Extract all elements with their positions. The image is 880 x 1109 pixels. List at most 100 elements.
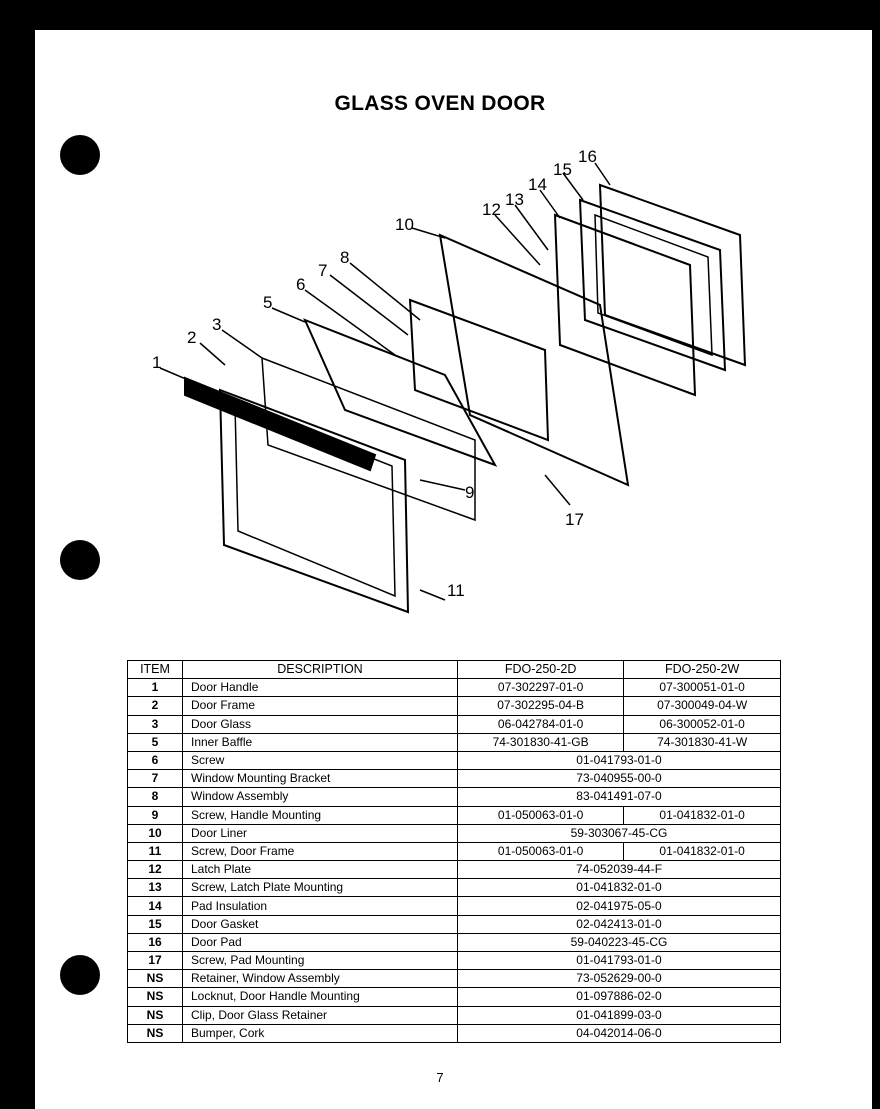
callout-3: 3	[212, 315, 221, 334]
callout-6: 6	[296, 275, 305, 294]
description: Door Gasket	[182, 914, 458, 934]
part-number-2d: 01-050063-01-0	[456, 841, 625, 862]
page-title: GLASS OVEN DOOR	[334, 92, 546, 115]
part-number-2d: 74-301830-41-GB	[456, 732, 625, 752]
part-number-2w: 01-041832-01-0	[623, 805, 781, 825]
item-number: 12	[127, 860, 183, 880]
callout-9: 9	[465, 483, 474, 502]
callout-7: 7	[318, 261, 327, 280]
description: Retainer, Window Assembly	[182, 969, 458, 989]
part-number: 59-303067-45-CG	[457, 823, 781, 843]
description: Latch Plate	[182, 860, 458, 880]
punch-hole	[60, 135, 100, 175]
parts-table: ITEM DESCRIPTION FDO-250-2D FDO-250-2W 1…	[127, 659, 781, 1043]
item-number: 6	[127, 750, 183, 771]
callout-1: 1	[152, 353, 161, 372]
description: Window Assembly	[182, 787, 458, 807]
part-window-assembly	[408, 298, 550, 442]
description: Inner Baffle	[182, 732, 458, 752]
item-number: 14	[127, 896, 183, 916]
part-door-pad	[598, 183, 747, 367]
header-description: DESCRIPTION	[182, 659, 458, 680]
header-item: ITEM	[127, 659, 183, 680]
item-number: 9	[127, 805, 183, 825]
item-number: NS	[127, 1023, 183, 1043]
callout-11: 11	[447, 581, 465, 600]
part-number-2w: 01-041832-01-0	[623, 841, 781, 862]
item-number: NS	[127, 969, 183, 989]
table-header-row: ITEM DESCRIPTION FDO-250-2D FDO-250-2W	[127, 659, 781, 680]
part-pad-insulation	[553, 213, 697, 397]
description: Door Glass	[182, 714, 458, 734]
item-number: 3	[127, 714, 183, 734]
description: Bumper, Cork	[182, 1023, 458, 1043]
description: Screw, Latch Plate Mounting	[182, 878, 458, 898]
callout-14: 14	[528, 175, 547, 194]
callout-15: 15	[553, 160, 572, 179]
part-door-liner	[438, 233, 630, 487]
description: Locknut, Door Handle Mounting	[182, 987, 458, 1007]
part-door-frame	[218, 388, 410, 614]
callout-2: 2	[187, 328, 196, 347]
header-fdo-250-2w: FDO-250-2W	[623, 659, 781, 680]
description: Screw, Door Frame	[182, 841, 458, 862]
item-number: 16	[127, 932, 183, 953]
callout-16: 16	[578, 147, 597, 166]
item-number: 10	[127, 823, 183, 843]
item-number: NS	[127, 1005, 183, 1025]
part-number: 02-041975-05-0	[457, 896, 781, 916]
description: Pad Insulation	[182, 896, 458, 916]
part-number: 02-042413-01-0	[457, 914, 781, 934]
part-number-2w: 07-300049-04-W	[623, 696, 781, 716]
description: Door Liner	[182, 823, 458, 843]
part-number: 04-042014-06-0	[457, 1023, 781, 1043]
part-number: 83-041491-07-0	[457, 787, 781, 807]
punch-hole	[60, 955, 100, 995]
header-fdo-250-2d: FDO-250-2D	[456, 659, 625, 680]
item-number: 8	[127, 787, 183, 807]
item-number: 17	[127, 950, 183, 971]
description: Window Mounting Bracket	[182, 769, 458, 789]
description: Door Handle	[182, 678, 458, 698]
item-number: NS	[127, 987, 183, 1007]
part-number-2d: 07-302295-04-B	[456, 696, 625, 716]
part-door-gasket	[578, 198, 727, 372]
description: Screw	[182, 750, 458, 771]
item-number: 7	[127, 769, 183, 789]
part-number: 01-041793-01-0	[457, 950, 781, 971]
part-number: 01-041793-01-0	[457, 750, 781, 771]
callout-5: 5	[263, 293, 272, 312]
part-number-2w: 06-300052-01-0	[623, 714, 781, 734]
item-number: 15	[127, 914, 183, 934]
callout-10: 10	[395, 215, 414, 234]
item-number: 11	[127, 841, 183, 862]
part-number-2d: 07-302297-01-0	[456, 678, 625, 698]
part-number-2d: 01-050063-01-0	[456, 805, 625, 825]
part-number: 73-052629-00-0	[457, 969, 781, 989]
part-number: 01-041899-03-0	[457, 1005, 781, 1025]
part-number: 73-040955-00-0	[457, 769, 781, 789]
exploded-diagram: 1 2 3 5 6 7 8 9 10 11 12 13 14 15 16 17	[152, 147, 747, 614]
page-number: 7	[436, 1070, 444, 1085]
description: Door Pad	[182, 932, 458, 953]
part-number-2w: 07-300051-01-0	[623, 678, 781, 698]
part-number-2d: 06-042784-01-0	[456, 714, 625, 734]
item-number: 2	[127, 696, 183, 716]
part-number: 01-041832-01-0	[457, 878, 781, 898]
item-number: 1	[127, 678, 183, 698]
